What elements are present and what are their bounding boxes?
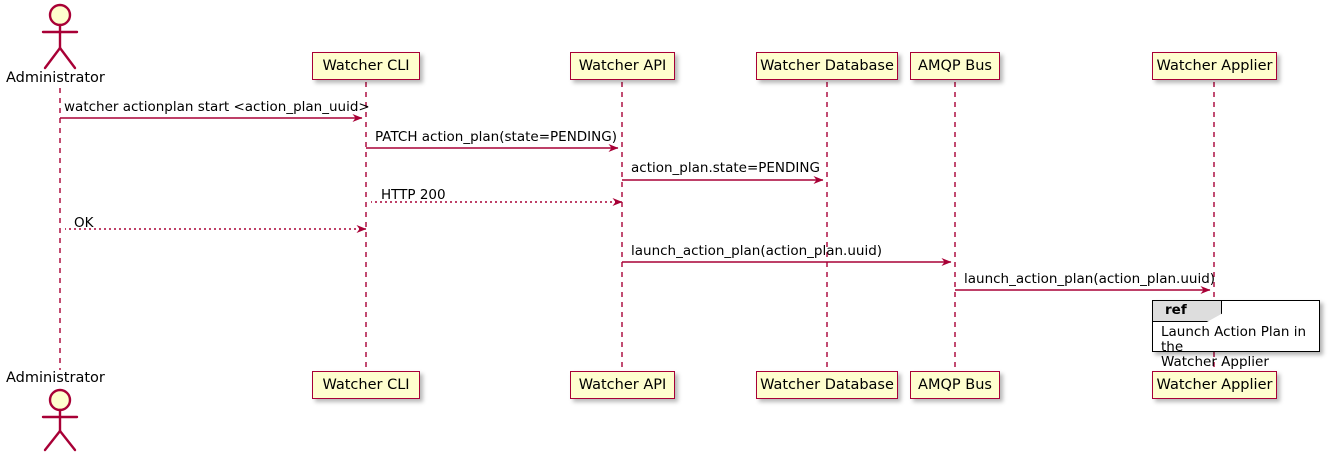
message-label-1: watcher actionplan start <action_plan_uu… <box>64 99 370 115</box>
participant-box-watcher-cli-bottom[interactable]: Watcher CLI <box>312 371 420 399</box>
lifelines <box>59 82 1215 370</box>
actor-label-administrator-top: Administrator <box>6 70 105 86</box>
message-label-6: launch_action_plan(action_plan.uuid) <box>631 243 883 259</box>
participant-label: AMQP Bus <box>918 57 992 74</box>
participant-box-amqp-bus-top[interactable]: AMQP Bus <box>910 52 1000 80</box>
actor-administrator-top-glyph <box>41 3 79 70</box>
actor-administrator-bottom-glyph <box>41 388 79 452</box>
participant-label: Watcher CLI <box>322 57 410 74</box>
participant-box-watcher-database-bottom[interactable]: Watcher Database <box>756 371 898 399</box>
participant-box-watcher-api-bottom[interactable]: Watcher API <box>570 371 675 399</box>
message-label-4: HTTP 200 <box>381 187 446 203</box>
ref-fragment-tab <box>1153 301 1222 322</box>
message-label-3: action_plan.state=PENDING <box>631 160 820 176</box>
participant-label: Watcher Database <box>760 57 894 74</box>
participant-label: AMQP Bus <box>918 376 992 393</box>
message-arrows <box>60 114 1211 294</box>
participant-label: Watcher Database <box>760 376 894 393</box>
participant-box-watcher-database-top[interactable]: Watcher Database <box>756 52 898 80</box>
message-label-7: launch_action_plan(action_plan.uuid) <box>964 271 1216 287</box>
participant-label: Watcher CLI <box>322 376 410 393</box>
ref-fragment-body-line-1: Launch Action Plan in the <box>1161 324 1307 355</box>
participant-box-watcher-applier-bottom[interactable]: Watcher Applier <box>1152 371 1277 399</box>
ref-fragment[interactable]: ref Launch Action Plan in the Watcher Ap… <box>1152 300 1320 370</box>
participant-box-amqp-bus-bottom[interactable]: AMQP Bus <box>910 371 1000 399</box>
participant-box-watcher-applier-top[interactable]: Watcher Applier <box>1152 52 1277 80</box>
participant-label: Watcher Applier <box>1156 376 1273 393</box>
message-label-2: PATCH action_plan(state=PENDING) <box>375 129 617 145</box>
participant-label: Watcher API <box>578 57 667 74</box>
participant-box-watcher-api-top[interactable]: Watcher API <box>570 52 675 80</box>
ref-fragment-tab-label: ref <box>1165 302 1187 318</box>
participant-label: Watcher API <box>578 376 667 393</box>
message-label-5: OK <box>74 215 94 231</box>
participant-label: Watcher Applier <box>1156 57 1273 74</box>
ref-fragment-body-line-2: Watcher Applier <box>1161 354 1269 370</box>
participant-box-watcher-cli-top[interactable]: Watcher CLI <box>312 52 420 80</box>
ref-fragment-body: Launch Action Plan in the Watcher Applie… <box>1161 325 1321 370</box>
actor-label-administrator-bottom: Administrator <box>6 370 105 386</box>
